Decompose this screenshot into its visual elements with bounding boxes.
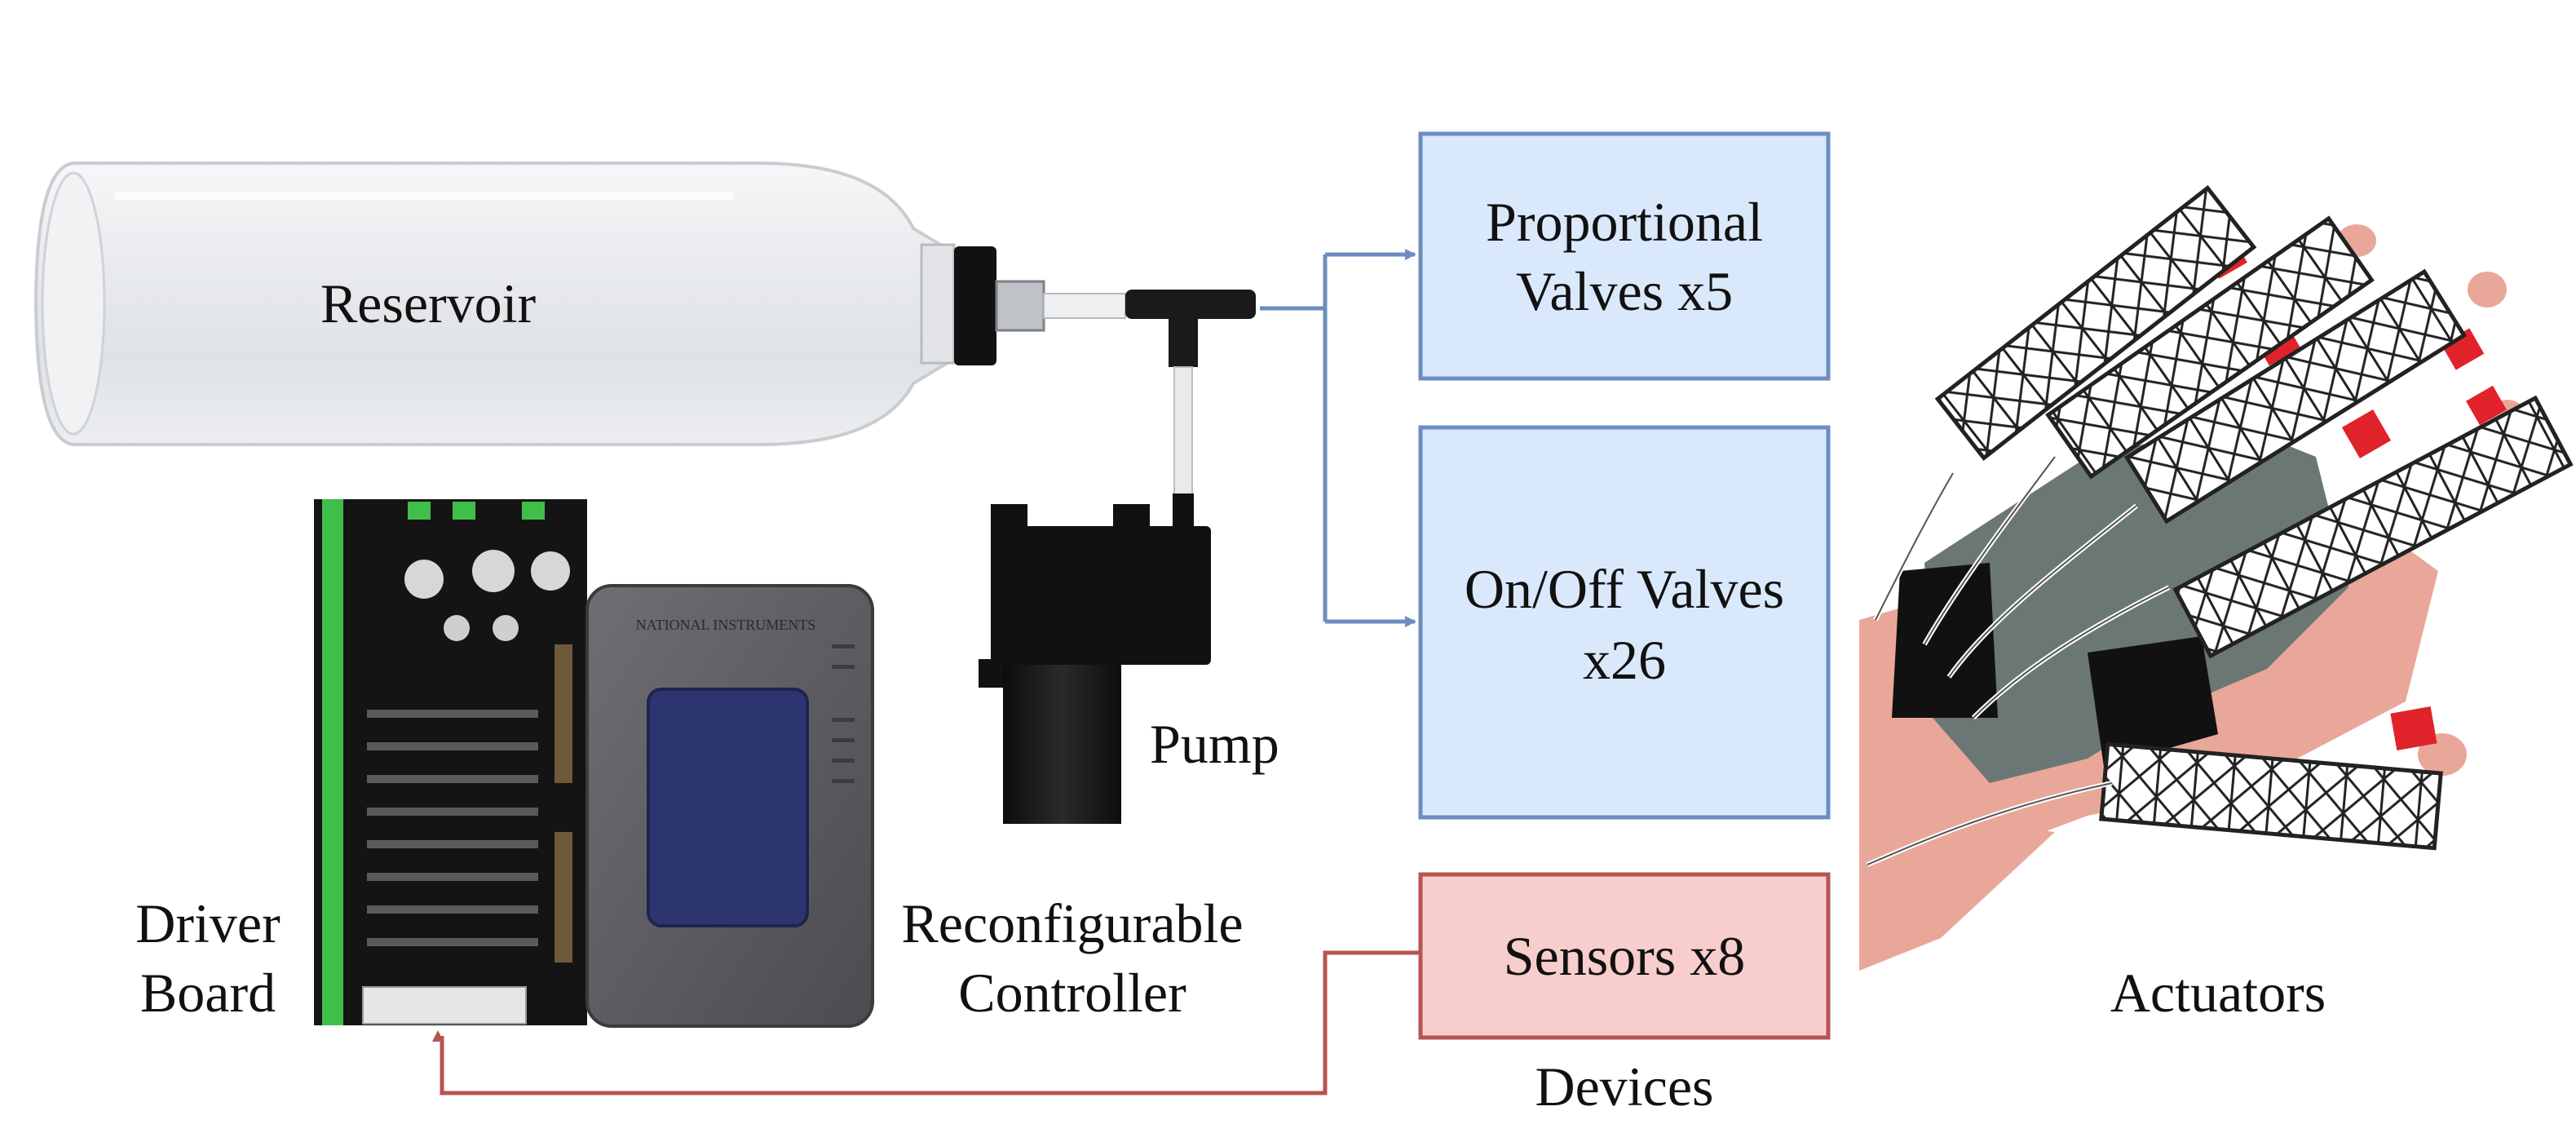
onoff-valves-label-line1: On/Off Valves	[1465, 558, 1784, 620]
pump-label: Pump	[1150, 713, 1279, 775]
pump-icon	[979, 493, 1211, 824]
sensors-box: Sensors x8	[1418, 872, 1831, 1040]
glove-actuators-icon	[1859, 184, 2574, 971]
devices-label: Devices	[1535, 1056, 1713, 1118]
driver-board-icon	[314, 499, 587, 1025]
driver-board-label-line1: Driver	[135, 892, 281, 954]
actuators-label: Actuators	[2110, 962, 2326, 1024]
controller-label-line1: Reconfigurable	[901, 892, 1243, 954]
onoff-valves-box: On/Off Valves x26	[1418, 425, 1831, 820]
onoff-valves-label-line2: x26	[1583, 629, 1666, 691]
proportional-valves-label-line2: Valves x5	[1516, 260, 1733, 322]
controller-label-line2: Controller	[958, 962, 1186, 1024]
driver-board-label-line2: Board	[140, 962, 276, 1024]
reservoir-label: Reservoir	[320, 272, 537, 334]
controller-icon: NATIONAL INSTRUMENTS	[585, 584, 874, 1028]
sensors-label: Sensors x8	[1504, 925, 1746, 987]
proportional-valves-label-line1: Proportional	[1486, 191, 1763, 253]
tee-fitting-icon	[1125, 290, 1256, 498]
reservoir-bottle-icon	[33, 162, 1126, 446]
sensor-feedback-connector	[432, 950, 1421, 1095]
air-flow-connector	[1260, 249, 1416, 627]
svg-text:NATIONAL INSTRUMENTS: NATIONAL INSTRUMENTS	[636, 617, 816, 633]
proportional-valves-box: Proportional Valves x5	[1418, 131, 1831, 381]
